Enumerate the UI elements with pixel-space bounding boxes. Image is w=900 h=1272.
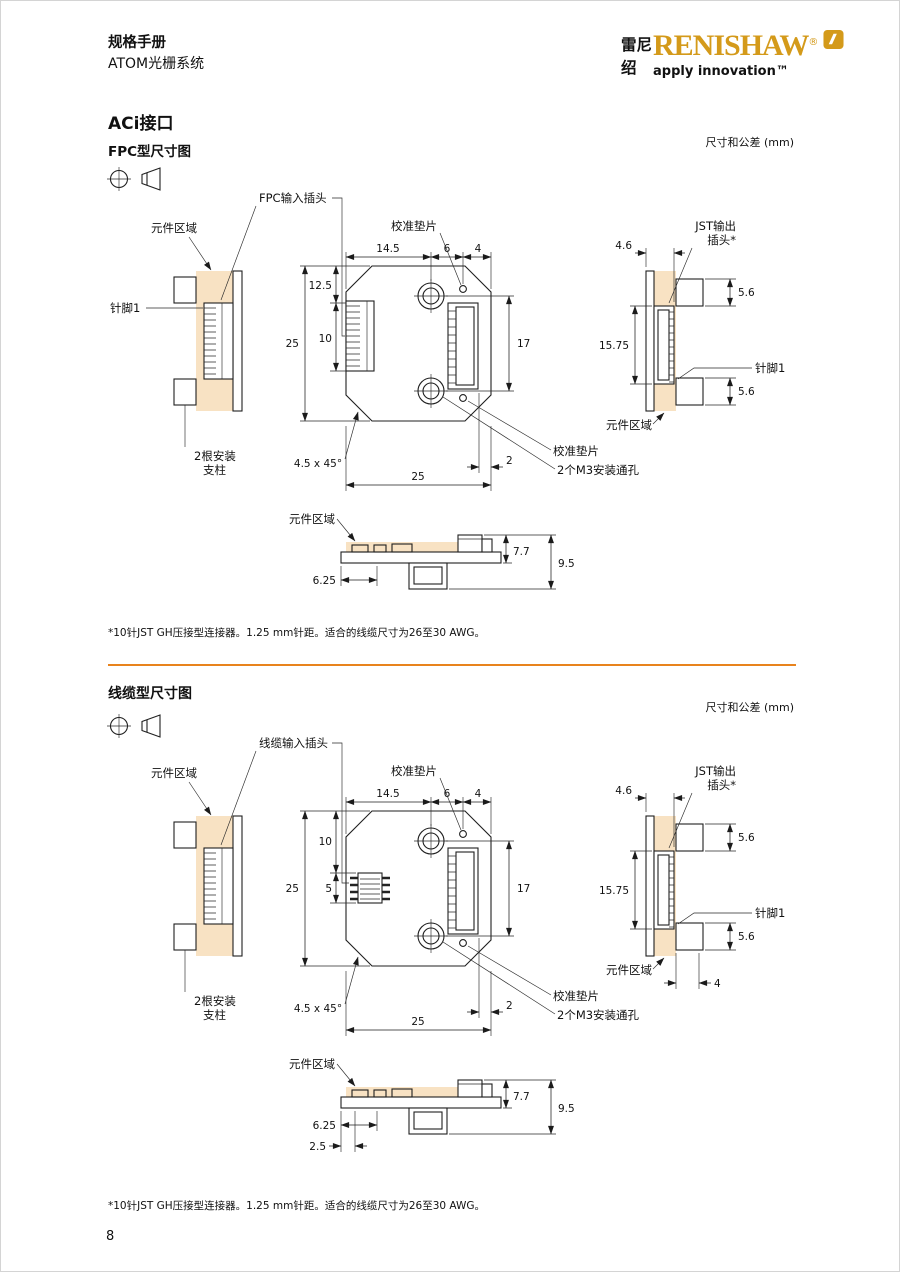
label-component-area-left: 元件区域 [151, 221, 197, 235]
label-jst-output-2: 插头* [707, 233, 736, 247]
label-m3-holes: 2个M3安装通孔 [557, 1008, 640, 1022]
label-cable-input: 线缆输入插头 [259, 736, 328, 750]
dim-6-25: 6.25 [313, 1120, 336, 1132]
label-mounting-posts-1: 2根安装 [194, 994, 236, 1008]
fpc-front-view [345, 265, 492, 422]
projection-symbol [107, 167, 161, 191]
fpc-callout-labels: FPC输入插头 元件区域 针脚1 2根安装 支柱 校准垫片 校准垫片 2个M3安… [110, 191, 785, 542]
projection-symbol [107, 714, 161, 738]
cable-right-side-view [645, 815, 704, 957]
section-title-aci: ACi接口 [108, 114, 174, 134]
fpc-dimensions: 14.5 6 4 25 12.5 10 17 25 2 4.5 x 45° [286, 240, 755, 590]
subtitle-cable: 线缆型尺寸图 [108, 686, 192, 702]
page-number: 8 [106, 1229, 115, 1244]
cable-front-view [345, 810, 492, 967]
label-component-area-bottom: 元件区域 [289, 1057, 335, 1071]
fpc-right-side-view [645, 270, 704, 412]
dim-4: 4 [475, 243, 482, 255]
doc-type: 规格手册 [108, 35, 166, 51]
dim-17: 17 [517, 883, 530, 895]
cable-left-side-view [173, 815, 243, 957]
dim-chamfer: 4.5 x 45° [294, 1003, 342, 1015]
brand-cn-line2: 绍 [621, 59, 637, 78]
brand-logo-block: RENISHAW® apply innovation™ [653, 29, 844, 79]
cable-bottom-view [340, 1079, 502, 1135]
brand-cn-line1: 雷尼 [621, 36, 653, 54]
dim-chamfer: 4.5 x 45° [294, 458, 342, 470]
label-spacer-top: 校准垫片 [391, 764, 437, 778]
dim-6: 6 [444, 243, 451, 255]
section-divider [108, 664, 796, 666]
cable-dimensions: 14.5 6 4 25 10 5 17 25 2 4.5 x 45° 4.6 [286, 785, 755, 1153]
label-mounting-posts-2: 支柱 [203, 1008, 226, 1022]
dim-10: 10 [319, 836, 332, 848]
dim-7-7: 7.7 [513, 1091, 530, 1103]
dim-6-25: 6.25 [313, 575, 336, 587]
dim-4-6: 4.6 [615, 240, 632, 252]
brand-tagline: apply innovation™ [653, 64, 789, 79]
cable-dimension-drawing: 14.5 6 4 25 10 5 17 25 2 4.5 x 45° 4.6 [151, 736, 785, 1153]
dim-5-6-bottom: 5.6 [738, 386, 755, 398]
dim-5: 5 [325, 883, 332, 895]
label-component-area-right: 元件区域 [606, 963, 652, 977]
registered-mark: ® [808, 37, 819, 48]
dim-25-v: 25 [286, 338, 299, 350]
dim-10: 10 [319, 333, 332, 345]
dim-5-6-bottom: 5.6 [738, 931, 755, 943]
fpc-dimension-drawing: 14.5 6 4 25 12.5 10 17 25 2 4.5 x 45° [110, 191, 785, 590]
label-mounting-posts-1: 2根安装 [194, 449, 236, 463]
dim-7-7: 7.7 [513, 546, 530, 558]
label-pin1-right: 针脚1 [755, 906, 785, 920]
subtitle-fpc: FPC型尺寸图 [108, 144, 192, 160]
label-mounting-posts-2: 支柱 [203, 463, 226, 477]
dim-2: 2 [506, 455, 513, 467]
dim-4-right: 4 [714, 978, 721, 990]
dim-5-6-top: 5.6 [738, 287, 755, 299]
fpc-left-side-view [173, 270, 243, 412]
dim-2-5: 2.5 [309, 1141, 326, 1153]
label-jst-output-1: JST输出 [694, 219, 736, 233]
label-jst-output-1: JST输出 [694, 764, 736, 778]
dim-25-b: 25 [411, 1016, 424, 1028]
dim-4: 4 [475, 788, 482, 800]
fpc-bottom-view [340, 534, 502, 590]
units-note-fpc: 尺寸和公差 (mm) [705, 136, 794, 149]
dim-14-5: 14.5 [376, 788, 399, 800]
dim-17: 17 [517, 338, 530, 350]
dim-14-5: 14.5 [376, 243, 399, 255]
dim-15-75: 15.75 [599, 885, 629, 897]
dim-15-75: 15.75 [599, 340, 629, 352]
label-component-area-bottom: 元件区域 [289, 512, 335, 526]
dim-6: 6 [444, 788, 451, 800]
label-spacer-top: 校准垫片 [391, 219, 437, 233]
brand-emblem-icon [823, 29, 844, 50]
label-pin1-left: 针脚1 [110, 301, 140, 315]
label-component-area-left: 元件区域 [151, 766, 197, 780]
dim-9-5: 9.5 [558, 1103, 575, 1115]
label-component-area-right: 元件区域 [606, 418, 652, 432]
label-m3-holes: 2个M3安装通孔 [557, 463, 640, 477]
label-jst-output-2: 插头* [707, 778, 736, 792]
label-spacer-bottom: 校准垫片 [553, 444, 599, 458]
dim-4-6: 4.6 [615, 785, 632, 797]
units-note-cable: 尺寸和公差 (mm) [705, 701, 794, 714]
dim-12-5: 12.5 [309, 280, 332, 292]
footnote-cable: *10针JST GH压接型连接器。1.25 mm针距。适合的线缆尺寸为26至30… [108, 1200, 486, 1212]
dim-2: 2 [506, 1000, 513, 1012]
label-fpc-input: FPC输入插头 [259, 191, 327, 205]
product-name: ATOM光栅系统 [108, 56, 205, 72]
cable-callout-labels: 线缆输入插头 元件区域 2根安装 支柱 校准垫片 校准垫片 2个M3安装通孔 J… [151, 736, 785, 1087]
label-spacer-bottom: 校准垫片 [553, 989, 599, 1003]
dim-5-6-top: 5.6 [738, 832, 755, 844]
dim-25-v: 25 [286, 883, 299, 895]
dim-9-5: 9.5 [558, 558, 575, 570]
brand-chinese: 雷尼 绍 [621, 34, 652, 81]
dim-25-b: 25 [411, 471, 424, 483]
label-pin1-right: 针脚1 [755, 361, 785, 375]
brand-logo: RENISHAW [653, 29, 809, 62]
footnote-fpc: *10针JST GH压接型连接器。1.25 mm针距。适合的线缆尺寸为26至30… [108, 627, 486, 639]
